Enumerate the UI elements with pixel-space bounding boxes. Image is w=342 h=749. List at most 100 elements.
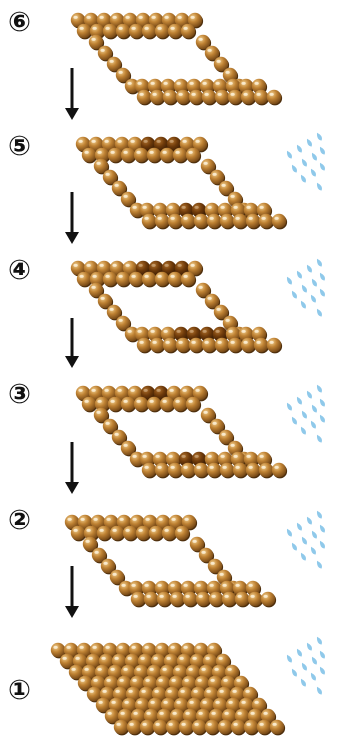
bead-step-3-32 [178,451,195,468]
step-6-number: ⑥ [8,7,31,38]
bead-step-1-37 [211,664,228,681]
bead-step-6-24 [195,34,212,51]
bead-step-3-49 [271,462,288,479]
bead-step-2-25 [198,547,215,564]
water-spray-icon-step-3 [286,384,325,443]
bead-step-5-20 [102,169,119,186]
step-2-number: ② [8,505,31,536]
water-spray-icon-step-4 [286,258,325,317]
bead-step-3-13 [120,396,137,413]
bead-step-5-16 [159,147,176,164]
bead-step-6-10 [76,23,93,40]
down-arrow-6-5 [65,68,79,120]
bead-step-6-40 [149,89,166,106]
bead-step-6-42 [175,89,192,106]
bead-step-6-20 [97,45,114,62]
bead-step-3-9 [192,385,209,402]
bead-step-2-24 [189,536,206,553]
bead-step-3-43 [193,462,210,479]
bead-step-1-65 [95,697,112,714]
bead-step-4-48 [253,337,270,354]
bead-step-6-49 [266,89,283,106]
bead-step-6-16 [154,23,171,40]
bead-step-4-24 [195,282,212,299]
bead-step-4-46 [227,337,244,354]
bead-step-1-102 [256,719,273,736]
bead-step-1-78 [104,708,121,725]
bead-step-4-40 [149,337,166,354]
bead-step-5-33 [191,202,208,219]
bead-step-6-45 [214,89,231,106]
bead-step-6-27 [222,67,239,84]
bead-step-5-36 [230,202,247,219]
bead-step-5-5 [140,136,157,153]
bead-step-2-47 [234,591,251,608]
bead-step-4-18 [180,271,197,288]
bead-step-3-33 [191,451,208,468]
bead-step-4-9 [187,260,204,277]
bead-step-4-21 [106,304,123,321]
bead-step-1-100 [230,719,247,736]
bead-step-6-15 [141,23,158,40]
bead-step-2-18 [174,525,191,542]
bead-step-3-10 [81,396,98,413]
bead-step-4-20 [97,293,114,310]
bead-step-3-23 [129,451,146,468]
bead-step-6-17 [167,23,184,40]
bead-step-6-26 [213,56,230,73]
bead-step-3-40 [154,462,171,479]
bead-step-6-22 [115,67,132,84]
bead-step-1-94 [152,719,169,736]
bead-step-6-12 [102,23,119,40]
bead-step-2-12 [96,525,113,542]
bead-step-5-10 [81,147,98,164]
down-arrow-5-4 [65,192,79,244]
bead-step-5-40 [154,213,171,230]
bead-step-1-29 [107,664,124,681]
bead-step-5-12 [107,147,124,164]
bead-step-6-46 [227,89,244,106]
bead-step-3-47 [245,462,262,479]
bead-step-3-14 [133,396,150,413]
bead-step-3-46 [232,462,249,479]
bead-step-3-26 [218,429,235,446]
bead-step-3-37 [243,451,260,468]
bead-step-1-99 [217,719,234,736]
bead-step-1-39 [77,675,94,692]
bead-step-4-22 [115,315,132,332]
bead-step-6-44 [201,89,218,106]
bead-step-6-21 [106,56,123,73]
bead-step-1-97 [191,719,208,736]
bead-step-6-25 [204,45,221,62]
bead-step-1-8 [154,642,171,659]
step-1-number: ① [8,675,31,706]
bead-step-2-43 [182,591,199,608]
bead-step-1-93 [139,719,156,736]
bead-step-2-39 [130,591,147,608]
bead-step-2-20 [91,547,108,564]
bead-step-5-25 [209,169,226,186]
bead-step-3-19 [93,407,110,424]
bead-step-1-91 [113,719,130,736]
water-spray-icon-step-5 [286,132,325,191]
bead-step-1-50 [220,675,237,692]
bead-step-5-45 [219,213,236,230]
bead-step-3-48 [258,462,275,479]
bead-step-4-43 [188,337,205,354]
bead-step-2-42 [169,591,186,608]
bead-step-5-43 [193,213,210,230]
bead-step-4-8 [174,260,191,277]
bead-step-3-16 [159,396,176,413]
bead-step-3-41 [167,462,184,479]
bead-step-1-12 [206,642,223,659]
bead-step-3-17 [172,396,189,413]
bead-step-2-13 [109,525,126,542]
bead-step-2-14 [122,525,139,542]
water-spray-icon-step-1 [286,636,325,695]
bead-step-5-44 [206,213,223,230]
bead-step-5-41 [167,213,184,230]
bead-step-2-17 [161,525,178,542]
bead-step-1-38 [224,664,241,681]
down-arrow-2-1 [65,566,79,618]
bead-step-2-36 [219,580,236,597]
